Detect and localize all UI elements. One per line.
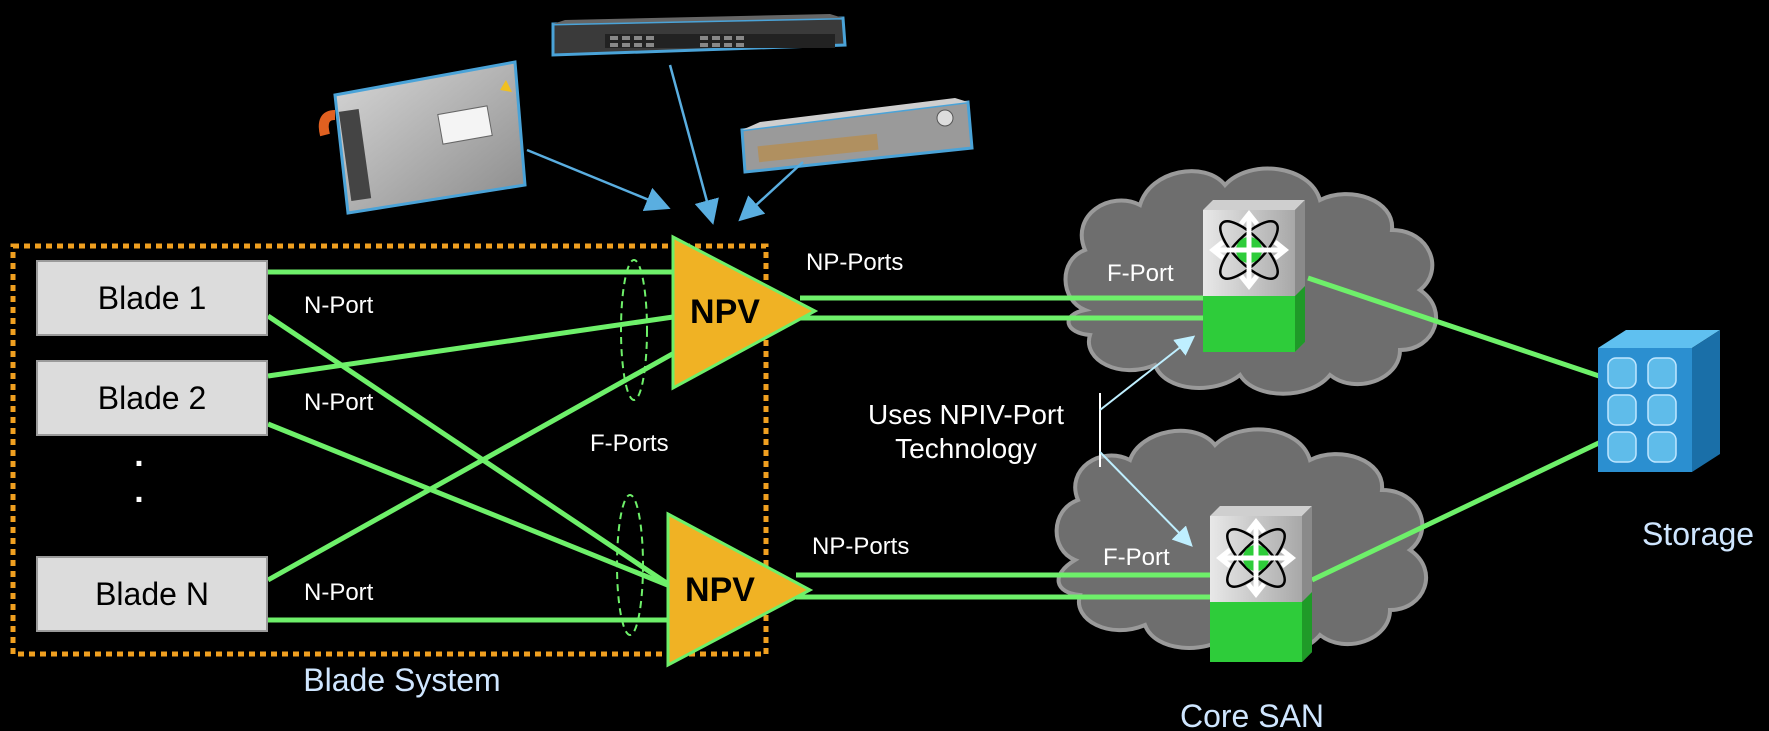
npiv-label-line1: Uses NPIV-Port [868,399,1064,430]
pointer-arrow-2 [668,64,719,225]
npiv-arrow-top [1099,335,1196,411]
blade-n-label: Blade N [95,576,209,612]
ellipsis-dot-2: . [134,472,143,510]
blade-system-label: Blade System [303,662,500,698]
director-icon-top [1208,209,1290,291]
f-port-label-top: F-Port [1107,260,1174,287]
npv-triangle-top [671,234,819,391]
core-san-label: Core SAN [1180,698,1324,731]
f-port-label-bottom: F-Port [1103,544,1170,571]
director-icon-bottom [1215,517,1297,599]
f-ports-label: F-Ports [590,430,669,457]
link-blade1-npv2 [266,313,682,595]
ellipsis-dot-1: . [134,436,143,474]
storage-label: Storage [1642,516,1754,552]
rack-switch-image [551,14,847,57]
link-blade2-npv1 [267,313,681,379]
npv-label-top: NPV [690,293,760,331]
fc-links [266,269,1607,623]
blade-2-box [36,360,268,436]
npv-label-bottom: NPV [685,571,755,609]
n-port-label-3: N-Port [304,579,374,606]
npv-triangle-bottom [666,511,814,668]
blade-1-box [36,260,268,336]
blade-2-label: Blade 2 [98,380,207,416]
pointer-arrow-3 [738,161,804,222]
f-ports-group-top [620,259,648,401]
np-ports-label-top: NP-Ports [806,249,903,276]
link-core2-storage [1310,437,1607,583]
link-core1-storage [1307,275,1606,381]
blade-1-label: Blade 1 [98,280,207,316]
link-bladeN-npv1 [266,345,685,583]
f-ports-group-bottom [616,494,644,636]
blade-system-border [10,243,769,657]
blade-n-box [36,556,268,632]
pointer-arrow-1 [526,148,671,211]
hp-cisco-module-image [740,98,974,174]
link-blade2-npv2 [267,421,681,593]
np-ports-label-bottom: NP-Ports [812,533,909,560]
npiv-label-line2: Technology [895,433,1037,464]
npiv-arrow-bottom [1099,451,1193,547]
n-port-label-2: N-Port [304,389,374,416]
storage-icon [1598,330,1720,472]
n-port-label-1: N-Port [304,292,374,319]
blade-switch-module-image [318,60,527,215]
